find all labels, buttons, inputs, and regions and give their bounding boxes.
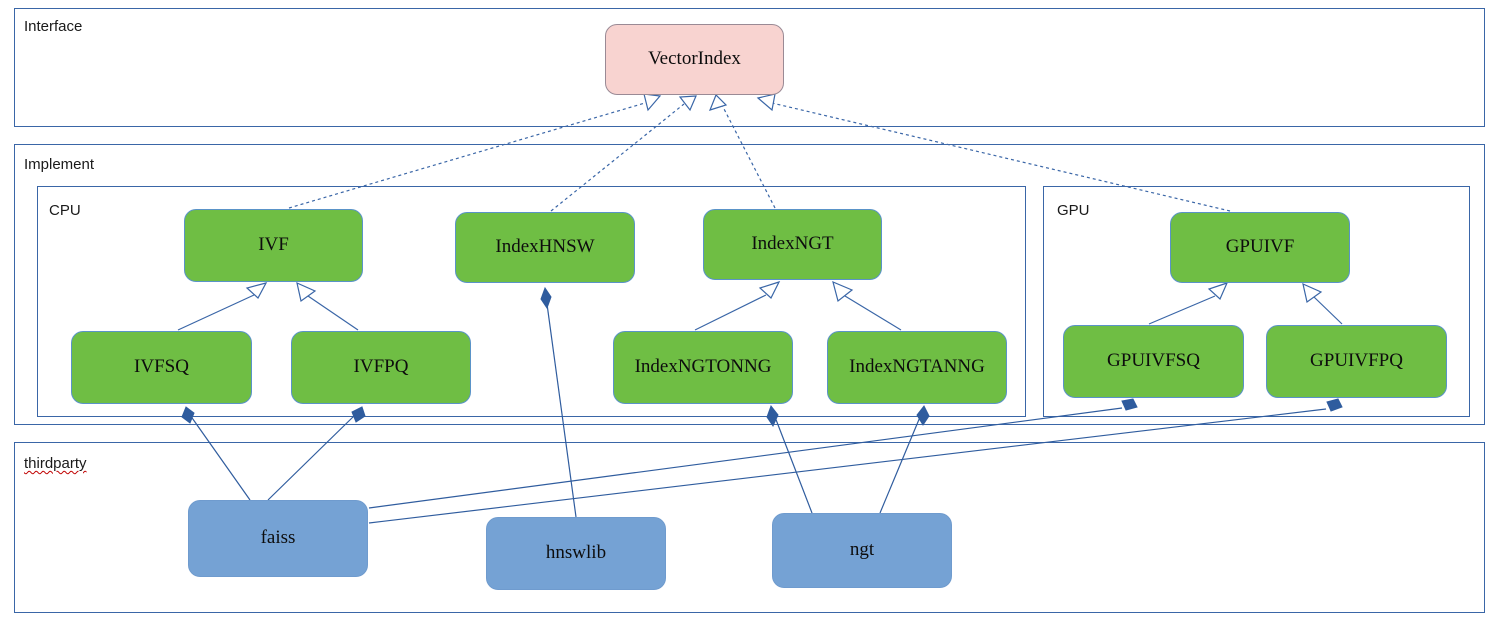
node-indexngtonng[interactable]: IndexNGTONNG	[613, 331, 793, 404]
node-ivfsq[interactable]: IVFSQ	[71, 331, 252, 404]
node-faiss[interactable]: faiss	[188, 500, 368, 577]
node-ngt[interactable]: ngt	[772, 513, 952, 588]
group-thirdparty-label: thirdparty	[24, 455, 87, 472]
group-interface-label: Interface	[24, 18, 83, 35]
node-indexngt[interactable]: IndexNGT	[703, 209, 882, 280]
node-gpuivf[interactable]: GPUIVF	[1170, 212, 1350, 283]
node-hnswlib[interactable]: hnswlib	[486, 517, 666, 590]
node-ivfpq[interactable]: IVFPQ	[291, 331, 471, 404]
node-gpuivfsq[interactable]: GPUIVFSQ	[1063, 325, 1244, 398]
group-implement-label: Implement	[24, 156, 95, 173]
node-gpuivfpq[interactable]: GPUIVFPQ	[1266, 325, 1447, 398]
node-ivf[interactable]: IVF	[184, 209, 363, 282]
node-indexhnsw[interactable]: IndexHNSW	[455, 212, 635, 283]
node-indexngtanng[interactable]: IndexNGTANNG	[827, 331, 1007, 404]
group-gpu-label: GPU	[1057, 202, 1090, 219]
node-vectorindex[interactable]: VectorIndex	[605, 24, 784, 95]
group-cpu-label: CPU	[49, 202, 81, 219]
